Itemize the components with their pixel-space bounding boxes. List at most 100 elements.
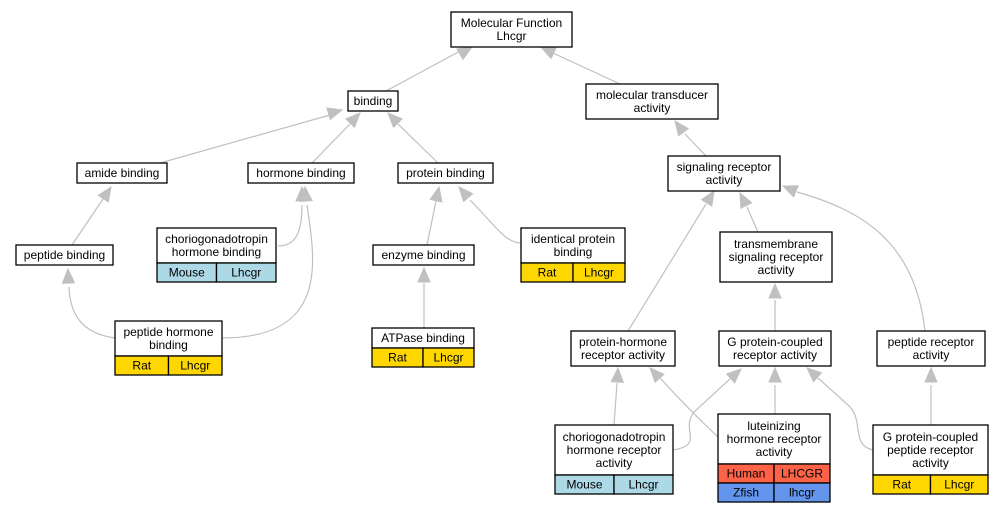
node-amide-binding[interactable]: amide binding: [76, 162, 168, 184]
edge-molecular_transducer-to-molecular_function: [539, 46, 621, 85]
gene-label: Lhcgr: [231, 266, 261, 280]
gene-label: lhcgr: [789, 486, 815, 500]
edge-identical_protein_binding-to-protein_binding: [458, 186, 522, 244]
arrowhead-icon: [539, 46, 557, 60]
annotation-row-mouse: Mouse Lhcgr: [156, 262, 277, 283]
arrowhead-icon: [456, 46, 474, 61]
node-peptide-binding[interactable]: peptide binding: [15, 244, 114, 266]
edge-hormone_binding-to-binding: [311, 112, 361, 164]
node-hormone-binding[interactable]: hormone binding: [247, 162, 355, 184]
edge-cg_hormone_receptor-to-protein_hormone_receptor: [610, 366, 625, 426]
gene-label: Lhcgr: [180, 359, 210, 373]
node-label-line: binding: [354, 94, 393, 108]
edge-peptide_binding-to-amide_binding: [71, 185, 112, 246]
species-label: Mouse: [566, 478, 602, 492]
arrowhead-icon: [326, 107, 344, 121]
arrowhead-icon: [781, 185, 799, 198]
node-label-line: Lhcgr: [496, 29, 526, 43]
arrowhead-icon: [458, 186, 474, 203]
node-label-line: amide binding: [85, 166, 160, 180]
node-label-line: activity: [596, 456, 633, 470]
edge-line: [613, 382, 618, 426]
arrowhead-icon: [299, 185, 313, 203]
edge-line: [796, 191, 926, 332]
annotation-row-rat: Rat Lhcgr: [371, 347, 475, 368]
node-label-line: choriogonadotropin: [165, 232, 268, 246]
node-label-line: activity: [912, 456, 949, 470]
node-label-line: choriogonadotropin: [563, 430, 666, 444]
arrowhead-icon: [768, 366, 782, 383]
arrowhead-icon: [725, 368, 742, 384]
species-label: Zfish: [733, 486, 759, 500]
node-label-line: receptor activity: [581, 348, 665, 362]
species-label: Human: [727, 467, 766, 481]
node-label-line: peptide receptor: [887, 443, 974, 457]
node-label-line: molecular transducer: [596, 88, 708, 102]
edge-signaling_receptor-to-molecular_transducer: [674, 119, 707, 157]
edge-line: [659, 377, 719, 438]
node-box: [76, 162, 168, 184]
edge-line: [68, 286, 116, 339]
species-label: Mouse: [169, 266, 205, 280]
arrowhead-icon: [417, 266, 431, 283]
arrowhead-icon: [700, 189, 715, 207]
node-label-line: activity: [758, 263, 795, 277]
node-label-line: enzyme binding: [381, 248, 465, 262]
edge-line: [159, 114, 331, 164]
arrowhead-icon: [610, 366, 625, 383]
node-label-line: protein binding: [406, 166, 485, 180]
arrowhead-icon: [768, 282, 782, 299]
arrowhead-icon: [97, 185, 112, 203]
node-box: [585, 83, 719, 120]
gene-cell: [572, 262, 626, 283]
node-label-line: activity: [634, 101, 671, 115]
node-binding[interactable]: binding: [347, 90, 399, 112]
edge-line: [71, 198, 104, 246]
annotation-row-zfish: Zfish lhcgr: [717, 482, 831, 503]
edge-gpcr_activity-to-transmembrane_signaling: [768, 282, 782, 331]
edge-line: [552, 52, 621, 85]
edge-enzyme_binding-to-protein_binding: [426, 185, 443, 246]
arrowhead-icon: [387, 112, 404, 129]
node-label-line: hormone receptor: [567, 443, 662, 457]
node-label-line: luteinizing: [747, 419, 800, 433]
node-label-line: peptide binding: [24, 248, 105, 262]
node-enzyme-binding[interactable]: enzyme binding: [372, 244, 475, 266]
edge-peptide_hormone_binding-to-hormone_binding: [221, 185, 314, 339]
node-label-line: receptor activity: [733, 348, 817, 362]
node-label-line: activity: [706, 173, 743, 187]
gene-label: Lhcgr: [628, 478, 658, 492]
arrowhead-icon: [674, 119, 690, 137]
gene-label: Lhcgr: [433, 351, 463, 365]
node-label-line: peptide receptor: [888, 335, 975, 349]
gene-cell: [167, 355, 223, 376]
node-protein-binding[interactable]: protein binding: [397, 162, 494, 184]
node-label-line: peptide hormone: [123, 325, 213, 339]
gene-label: Lhcgr: [944, 478, 974, 492]
species-label: Rat: [388, 351, 407, 365]
node-box: [247, 162, 355, 184]
gene-cell: [773, 482, 831, 503]
edge-line: [397, 123, 439, 164]
edge-gpcr_peptide_receptor-to-peptide_receptor: [924, 366, 938, 425]
species-label: Rat: [538, 266, 557, 280]
